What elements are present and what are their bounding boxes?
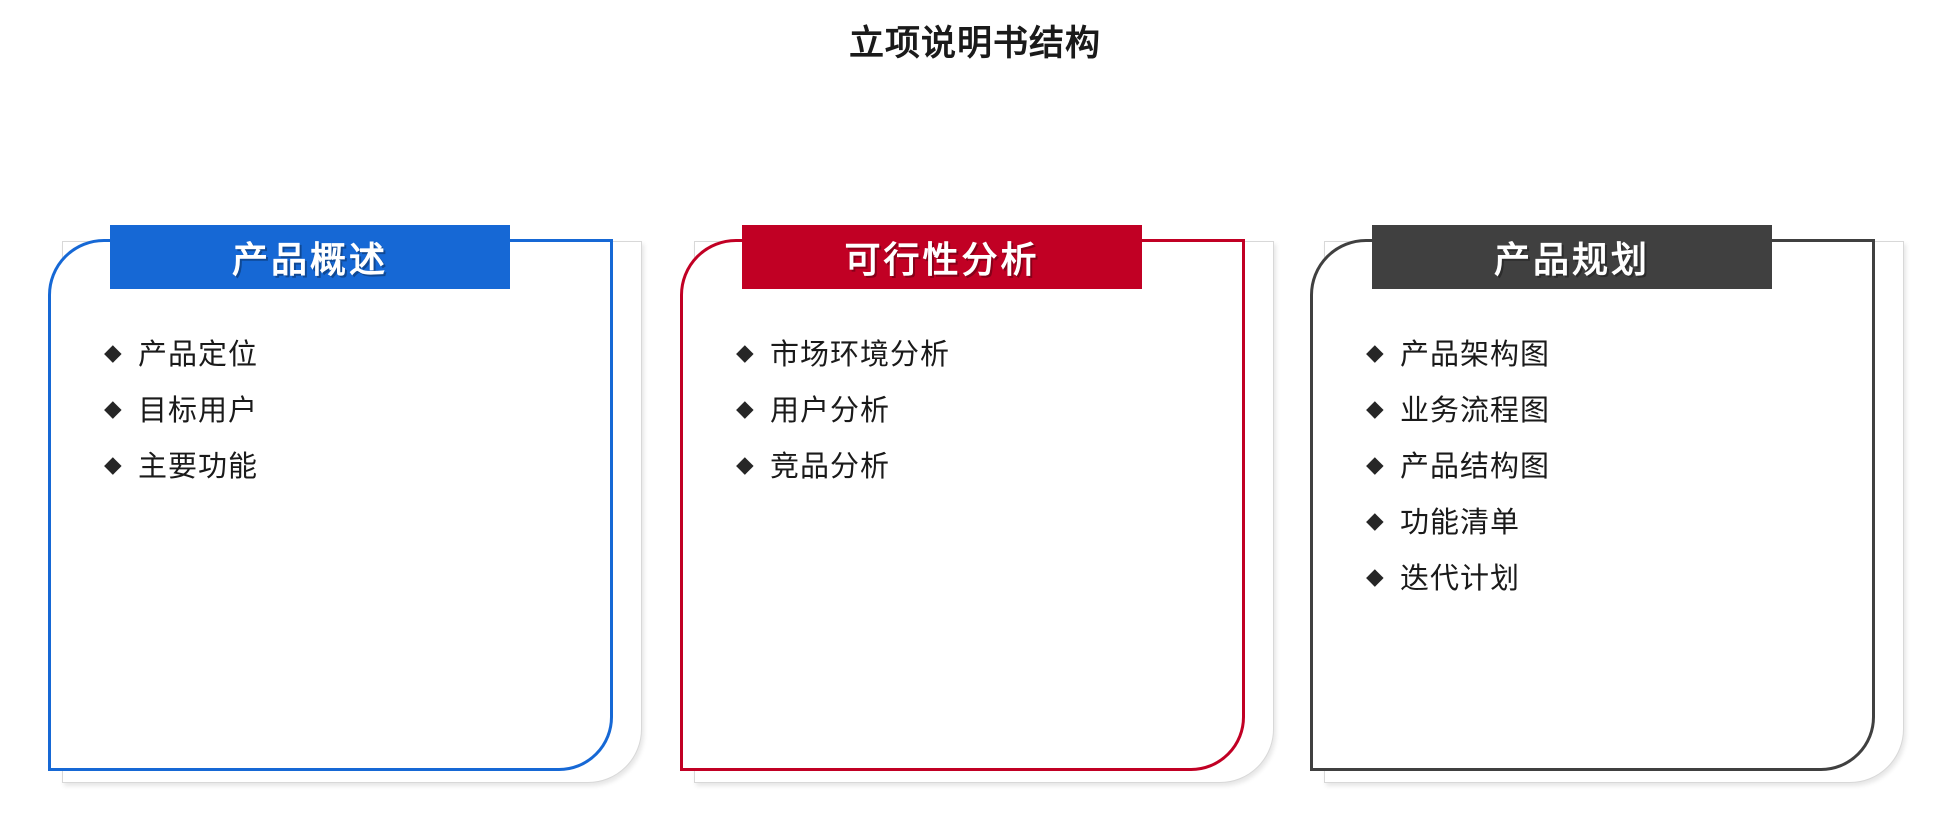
list-item[interactable]: ◆ 功能清单 bbox=[1366, 493, 1846, 547]
card-frame bbox=[680, 239, 1245, 771]
list-item[interactable]: ◆ 业务流程图 bbox=[1366, 381, 1846, 435]
diamond-bullet-icon: ◆ bbox=[736, 450, 754, 477]
list-item[interactable]: ◆ 用户分析 bbox=[736, 381, 1216, 435]
list-item[interactable]: ◆ 目标用户 bbox=[104, 381, 584, 435]
list-item[interactable]: ◆ 市场环境分析 bbox=[736, 325, 1216, 379]
diamond-bullet-icon: ◆ bbox=[1366, 506, 1384, 533]
list-item[interactable]: ◆ 产品定位 bbox=[104, 325, 584, 379]
list-item-label: 产品定位 bbox=[138, 339, 259, 371]
card-header-title: 产品概述 bbox=[231, 239, 388, 280]
card-list: ◆ 产品架构图 ◆ 业务流程图 ◆ 产品结构图 ◆ 功能清单 ◆ 迭代计划 bbox=[1366, 325, 1846, 605]
list-item-label: 目标用户 bbox=[138, 395, 259, 427]
list-item[interactable]: ◆ 产品结构图 bbox=[1366, 437, 1846, 491]
diamond-bullet-icon: ◆ bbox=[1366, 450, 1384, 477]
card-frame bbox=[1310, 239, 1875, 771]
card-header[interactable]: 可行性分析 bbox=[742, 225, 1142, 289]
diamond-bullet-icon: ◆ bbox=[104, 394, 122, 421]
list-item-label: 产品架构图 bbox=[1400, 339, 1551, 371]
card-product-planning[interactable]: 产品规划 ◆ 产品架构图 ◆ 业务流程图 ◆ 产品结构图 ◆ 功能清单 ◆ 迭代… bbox=[1310, 225, 1910, 785]
list-item-label: 市场环境分析 bbox=[770, 339, 951, 371]
list-item-label: 竞品分析 bbox=[770, 451, 891, 483]
card-product-overview[interactable]: 产品概述 ◆ 产品定位 ◆ 目标用户 ◆ 主要功能 bbox=[48, 225, 648, 785]
card-feasibility-analysis[interactable]: 可行性分析 ◆ 市场环境分析 ◆ 用户分析 ◆ 竞品分析 bbox=[680, 225, 1280, 785]
card-header-title: 产品规划 bbox=[1493, 239, 1650, 280]
diamond-bullet-icon: ◆ bbox=[1366, 394, 1384, 421]
card-header[interactable]: 产品概述 bbox=[110, 225, 510, 289]
page-title: 立项说明书结构 bbox=[848, 24, 1101, 63]
card-header[interactable]: 产品规划 bbox=[1372, 225, 1772, 289]
cards-container: 产品概述 ◆ 产品定位 ◆ 目标用户 ◆ 主要功能 可行性分析 ◆ bbox=[0, 225, 1950, 825]
card-list: ◆ 产品定位 ◆ 目标用户 ◆ 主要功能 bbox=[104, 325, 584, 493]
diamond-bullet-icon: ◆ bbox=[1366, 338, 1384, 365]
list-item-label: 产品结构图 bbox=[1400, 451, 1551, 483]
card-header-title: 可行性分析 bbox=[844, 239, 1040, 280]
diamond-bullet-icon: ◆ bbox=[104, 338, 122, 365]
list-item[interactable]: ◆ 主要功能 bbox=[104, 437, 584, 491]
card-list: ◆ 市场环境分析 ◆ 用户分析 ◆ 竞品分析 bbox=[736, 325, 1216, 493]
diamond-bullet-icon: ◆ bbox=[1366, 562, 1384, 589]
diamond-bullet-icon: ◆ bbox=[736, 338, 754, 365]
diamond-bullet-icon: ◆ bbox=[736, 394, 754, 421]
diamond-bullet-icon: ◆ bbox=[104, 450, 122, 477]
list-item[interactable]: ◆ 竞品分析 bbox=[736, 437, 1216, 491]
list-item-label: 主要功能 bbox=[138, 451, 259, 483]
list-item[interactable]: ◆ 产品架构图 bbox=[1366, 325, 1846, 379]
list-item-label: 功能清单 bbox=[1400, 507, 1521, 539]
list-item-label: 用户分析 bbox=[770, 395, 891, 427]
list-item[interactable]: ◆ 迭代计划 bbox=[1366, 549, 1846, 603]
list-item-label: 业务流程图 bbox=[1400, 395, 1551, 427]
list-item-label: 迭代计划 bbox=[1400, 563, 1521, 595]
card-frame bbox=[48, 239, 613, 771]
